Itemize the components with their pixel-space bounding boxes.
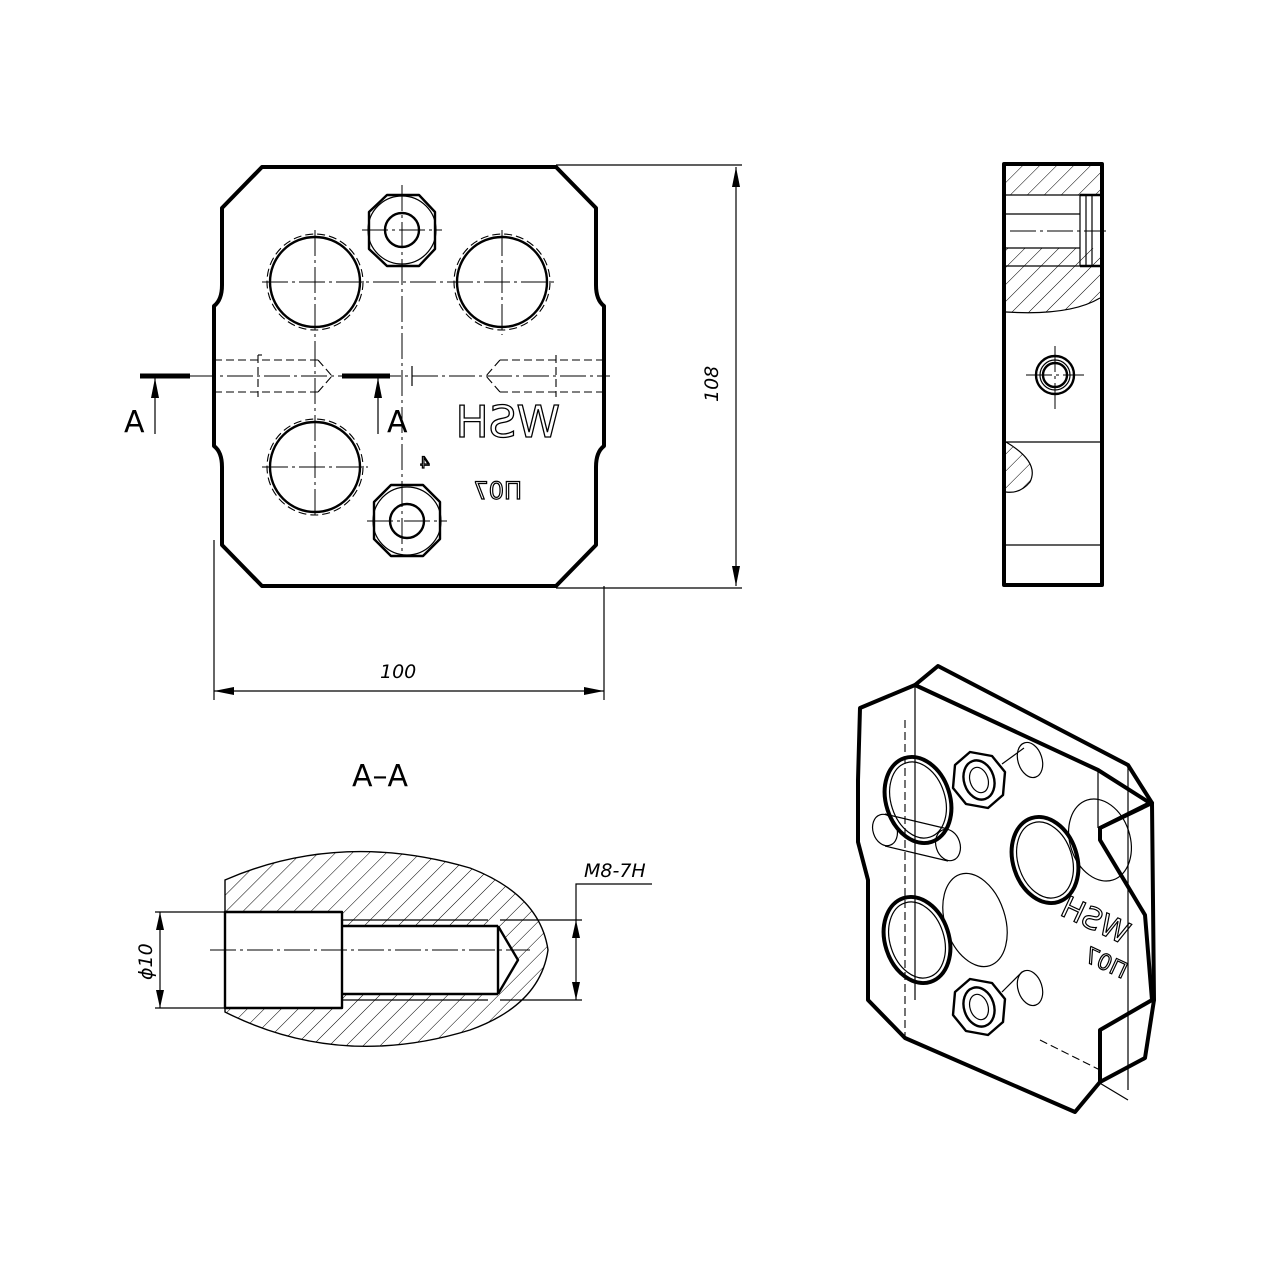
iso-engraving-main: WSH xyxy=(1055,890,1134,952)
hidden-side-holes xyxy=(214,354,604,397)
iso-hole-3 xyxy=(881,895,953,985)
section-cut-marks: A A xyxy=(124,366,413,440)
engraving-sub: П07 xyxy=(473,477,522,505)
dimension-height-value: 108 xyxy=(701,366,723,402)
iso-hole-2 xyxy=(1009,815,1081,905)
section-cut-label-left: A xyxy=(124,405,145,440)
iso-hole-1 xyxy=(882,755,954,845)
dimension-width: 100 xyxy=(213,540,605,700)
side-threaded-hole xyxy=(1026,346,1084,412)
side-hatch-bottom xyxy=(1005,441,1100,546)
side-hatch-top xyxy=(1005,166,1106,314)
front-view: WSH П07 4 A A 108 xyxy=(124,164,742,700)
iso-front-face xyxy=(856,683,1154,1114)
section-view: A–A ϕ10 xyxy=(135,759,652,1048)
section-bore xyxy=(210,910,530,1010)
iso-nut-bottom xyxy=(951,977,1007,1037)
engraving-small: 4 xyxy=(420,453,430,472)
engraving: WSH П07 4 xyxy=(419,396,560,505)
front-centerlines xyxy=(190,185,610,556)
section-title: A–A xyxy=(352,759,409,794)
dimension-thread-value: M8-7H xyxy=(584,860,646,882)
engraving-main: WSH xyxy=(455,397,560,448)
iso-nut-top xyxy=(951,750,1007,810)
dimension-height: 108 xyxy=(556,164,742,589)
side-outline xyxy=(1002,162,1104,587)
iso-engraving-sub: П07 xyxy=(1080,943,1131,984)
dimension-thread: M8-7H xyxy=(500,860,652,1001)
front-outline xyxy=(212,165,606,588)
side-view xyxy=(1002,162,1106,587)
isometric-view: WSH П07 xyxy=(856,664,1156,1114)
dimension-diameter: ϕ10 xyxy=(135,911,225,1009)
dimension-diameter-value: ϕ10 xyxy=(135,943,157,980)
dimension-width-value: 100 xyxy=(380,661,416,683)
section-cut-label-right: A xyxy=(387,405,408,440)
